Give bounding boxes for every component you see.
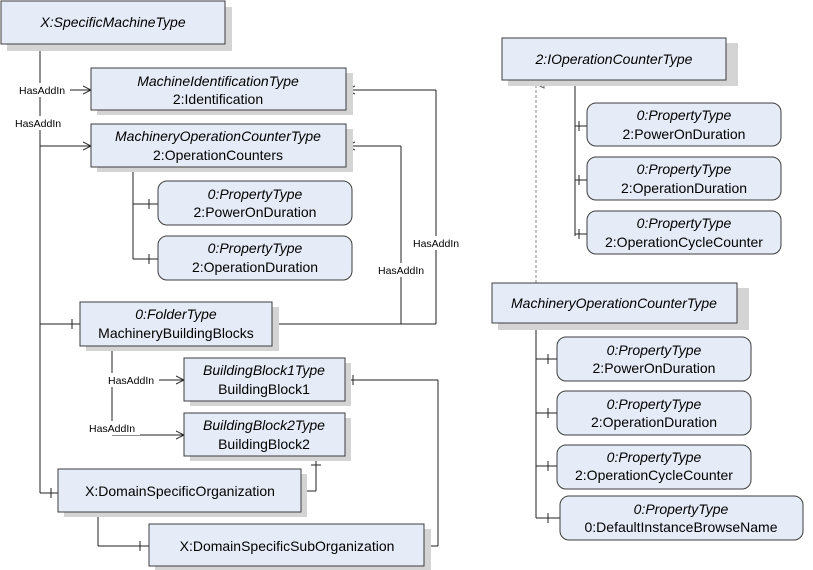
node-property-power-on-duration: 0:PropertyType 2:PowerOnDuration bbox=[556, 336, 752, 382]
node-type-label: X:SpecificMachineType bbox=[39, 14, 185, 30]
node-property-operation-duration: 0:PropertyType 2:OperationDuration bbox=[586, 156, 782, 201]
node-type-label: 0:PropertyType bbox=[637, 215, 732, 231]
node-type-label: BuildingBlock1Type bbox=[203, 362, 325, 378]
node-browse-name: MachineryBuildingBlocks bbox=[98, 325, 254, 341]
node-property-operation-cycle-counter: 0:PropertyType 2:OperationCycleCounter bbox=[586, 210, 782, 255]
node-type-label: 0:PropertyType bbox=[634, 501, 729, 517]
node-type-label: 0:PropertyType bbox=[637, 161, 732, 177]
node-browse-name: X:DomainSpecificOrganization bbox=[85, 483, 275, 499]
node-browse-name: 2:PowerOnDuration bbox=[194, 204, 317, 220]
node-browse-name: 2:PowerOnDuration bbox=[623, 126, 746, 142]
node-property-power-on-duration: 0:PropertyType 2:PowerOnDuration bbox=[157, 180, 353, 226]
node-type-label: 0:PropertyType bbox=[208, 186, 303, 202]
node-domain-specific-sub-organization: X:DomainSpecificSubOrganization bbox=[148, 523, 431, 570]
node-specific-machine-type: X:SpecificMachineType bbox=[0, 0, 232, 51]
node-building-block-2: BuildingBlock2Type BuildingBlock2 bbox=[183, 412, 351, 461]
node-property-default-instance-browse-name: 0:PropertyType 0:DefaultInstanceBrowseNa… bbox=[559, 495, 804, 541]
node-ioperation-counter-type: 2:IOperationCounterType bbox=[501, 37, 738, 86]
node-browse-name: 2:OperationCounters bbox=[153, 147, 283, 163]
reference-label-hasaddin: HasAddIn bbox=[89, 423, 135, 435]
reference-labels: HasAddIn HasAddIn HasAddIn HasAddIn HasA… bbox=[14, 83, 464, 435]
node-type-label: MachineryOperationCounterType bbox=[115, 128, 321, 144]
node-browse-name: BuildingBlock1 bbox=[218, 381, 310, 397]
node-browse-name: 2:PowerOnDuration bbox=[593, 360, 716, 376]
reference-label-hasaddin: HasAddIn bbox=[19, 85, 65, 97]
node-browse-name: X:DomainSpecificSubOrganization bbox=[180, 538, 395, 554]
node-machinery-building-blocks: 0:FolderType MachineryBuildingBlocks bbox=[79, 301, 279, 351]
reference-label-hasaddin: HasAddIn bbox=[378, 265, 424, 277]
reference-label-hasaddin: HasAddIn bbox=[413, 238, 459, 250]
node-identification: MachineIdentificationType 2:Identificati… bbox=[90, 67, 353, 115]
node-type-label: 0:PropertyType bbox=[607, 396, 702, 412]
node-type-label: 0:PropertyType bbox=[607, 342, 702, 358]
node-browse-name: 2:OperationDuration bbox=[591, 414, 717, 430]
node-browse-name: 2:OperationDuration bbox=[192, 259, 318, 275]
reference-label-hasaddin: HasAddIn bbox=[15, 118, 61, 130]
reference-label-hasaddin: HasAddIn bbox=[108, 375, 154, 387]
node-property-power-on-duration: 0:PropertyType 2:PowerOnDuration bbox=[586, 102, 782, 147]
node-operation-counters: MachineryOperationCounterType 2:Operatio… bbox=[90, 123, 353, 172]
node-browse-name: 2:OperationDuration bbox=[621, 180, 747, 196]
node-browse-name: BuildingBlock2 bbox=[218, 436, 310, 452]
node-browse-name: 2:Identification bbox=[173, 91, 263, 107]
node-property-operation-cycle-counter: 0:PropertyType 2:OperationCycleCounter bbox=[556, 444, 752, 490]
node-type-label: 0:PropertyType bbox=[607, 449, 702, 465]
node-property-operation-duration: 0:PropertyType 2:OperationDuration bbox=[157, 235, 353, 281]
node-machinery-operation-counter-type: MachineryOperationCounterType bbox=[491, 282, 749, 330]
node-type-label: 2:IOperationCounterType bbox=[535, 51, 693, 67]
node-type-label: 0:FolderType bbox=[135, 306, 217, 322]
node-type-label: 0:PropertyType bbox=[637, 107, 732, 123]
node-type-label: 0:PropertyType bbox=[208, 240, 303, 256]
node-type-label: BuildingBlock2Type bbox=[203, 417, 325, 433]
node-domain-specific-organization: X:DomainSpecificOrganization bbox=[57, 468, 307, 517]
node-browse-name: 2:OperationCycleCounter bbox=[605, 234, 763, 250]
node-type-label: MachineryOperationCounterType bbox=[511, 295, 717, 311]
node-type-label: MachineIdentificationType bbox=[137, 73, 299, 89]
node-browse-name: 2:OperationCycleCounter bbox=[575, 467, 733, 483]
node-building-block-1: BuildingBlock1Type BuildingBlock1 bbox=[183, 357, 351, 406]
node-property-operation-duration: 0:PropertyType 2:OperationDuration bbox=[556, 390, 752, 436]
node-browse-name: 0:DefaultInstanceBrowseName bbox=[585, 519, 778, 535]
